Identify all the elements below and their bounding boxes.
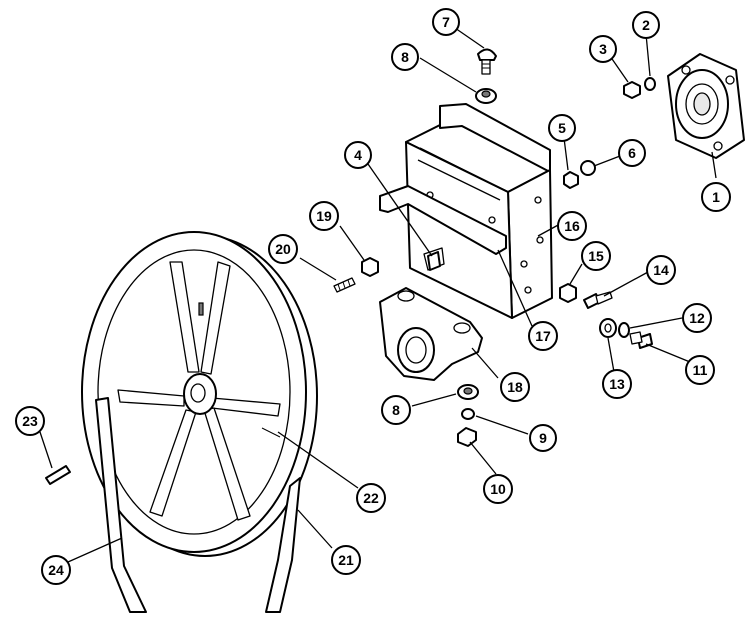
drive-belt <box>95 397 301 613</box>
svg-text:6: 6 <box>628 145 636 161</box>
svg-text:18: 18 <box>507 379 523 395</box>
carriage-bolt <box>477 48 497 75</box>
svg-text:4: 4 <box>354 147 362 163</box>
pulley-wheel <box>81 231 318 557</box>
callout-8-lower: 8 <box>381 395 411 425</box>
svg-text:2: 2 <box>642 17 650 33</box>
svg-text:14: 14 <box>653 262 669 278</box>
mount-bracket <box>379 103 553 319</box>
pillow-block-bearing <box>379 287 483 381</box>
callout-16: 16 <box>557 211 587 241</box>
svg-text:11: 11 <box>693 362 708 378</box>
svg-text:13: 13 <box>609 376 625 392</box>
svg-text:9: 9 <box>539 430 547 446</box>
svg-text:22: 22 <box>363 490 379 506</box>
callout-3: 3 <box>589 35 617 63</box>
callout-11: 11 <box>685 355 715 385</box>
nut-3 <box>623 81 641 99</box>
svg-text:10: 10 <box>490 481 506 497</box>
washer-lower <box>457 384 479 400</box>
callout-9: 9 <box>529 424 557 452</box>
callout-6: 6 <box>618 139 646 167</box>
svg-text:1: 1 <box>712 189 720 205</box>
callout-20: 20 <box>268 234 298 264</box>
nut-10 <box>457 427 477 447</box>
lock-washer-12 <box>618 322 630 338</box>
threaded-stud <box>333 277 356 293</box>
callout-1: 1 <box>701 182 731 212</box>
svg-text:20: 20 <box>275 241 291 257</box>
callout-19: 19 <box>309 201 339 231</box>
set-screw <box>261 427 281 438</box>
svg-text:8: 8 <box>401 49 409 65</box>
flange-bearing <box>667 53 745 159</box>
shaft-key <box>45 465 71 485</box>
callout-2: 2 <box>632 11 660 39</box>
svg-text:16: 16 <box>564 218 580 234</box>
callout-7: 7 <box>432 8 460 36</box>
svg-text:23: 23 <box>22 413 38 429</box>
callout-12: 12 <box>682 303 712 333</box>
lock-washer-6 <box>580 160 596 176</box>
callout-15: 15 <box>581 241 611 271</box>
svg-text:12: 12 <box>689 310 705 326</box>
svg-text:5: 5 <box>558 120 566 136</box>
lock-washer-2 <box>644 77 656 91</box>
washer-top <box>475 88 497 104</box>
callout-22: 22 <box>356 483 386 513</box>
callout-5: 5 <box>548 114 576 142</box>
svg-text:15: 15 <box>588 248 604 264</box>
bolt <box>423 247 445 271</box>
nut-19 <box>361 257 379 277</box>
washer-13 <box>599 318 617 338</box>
callout-8-top: 8 <box>391 43 419 71</box>
callout-21: 21 <box>331 545 361 575</box>
svg-text:3: 3 <box>599 41 607 57</box>
bolt-14 <box>583 291 613 309</box>
callout-13: 13 <box>602 369 632 399</box>
lock-washer-9 <box>461 408 475 420</box>
callout-17: 17 <box>528 321 558 351</box>
svg-text:21: 21 <box>338 552 354 568</box>
callout-18: 18 <box>500 372 530 402</box>
svg-text:7: 7 <box>442 14 450 30</box>
svg-text:17: 17 <box>535 328 551 344</box>
svg-text:19: 19 <box>316 208 332 224</box>
nut-5 <box>563 171 579 189</box>
callout-23: 23 <box>15 406 45 436</box>
callout-4: 4 <box>344 141 372 169</box>
callout-14: 14 <box>646 255 676 285</box>
svg-text:8: 8 <box>392 402 400 418</box>
callout-10: 10 <box>483 474 513 504</box>
svg-text:24: 24 <box>48 562 64 578</box>
leader-lines <box>39 27 717 563</box>
nut-15 <box>559 283 577 303</box>
callout-24: 24 <box>41 555 71 585</box>
